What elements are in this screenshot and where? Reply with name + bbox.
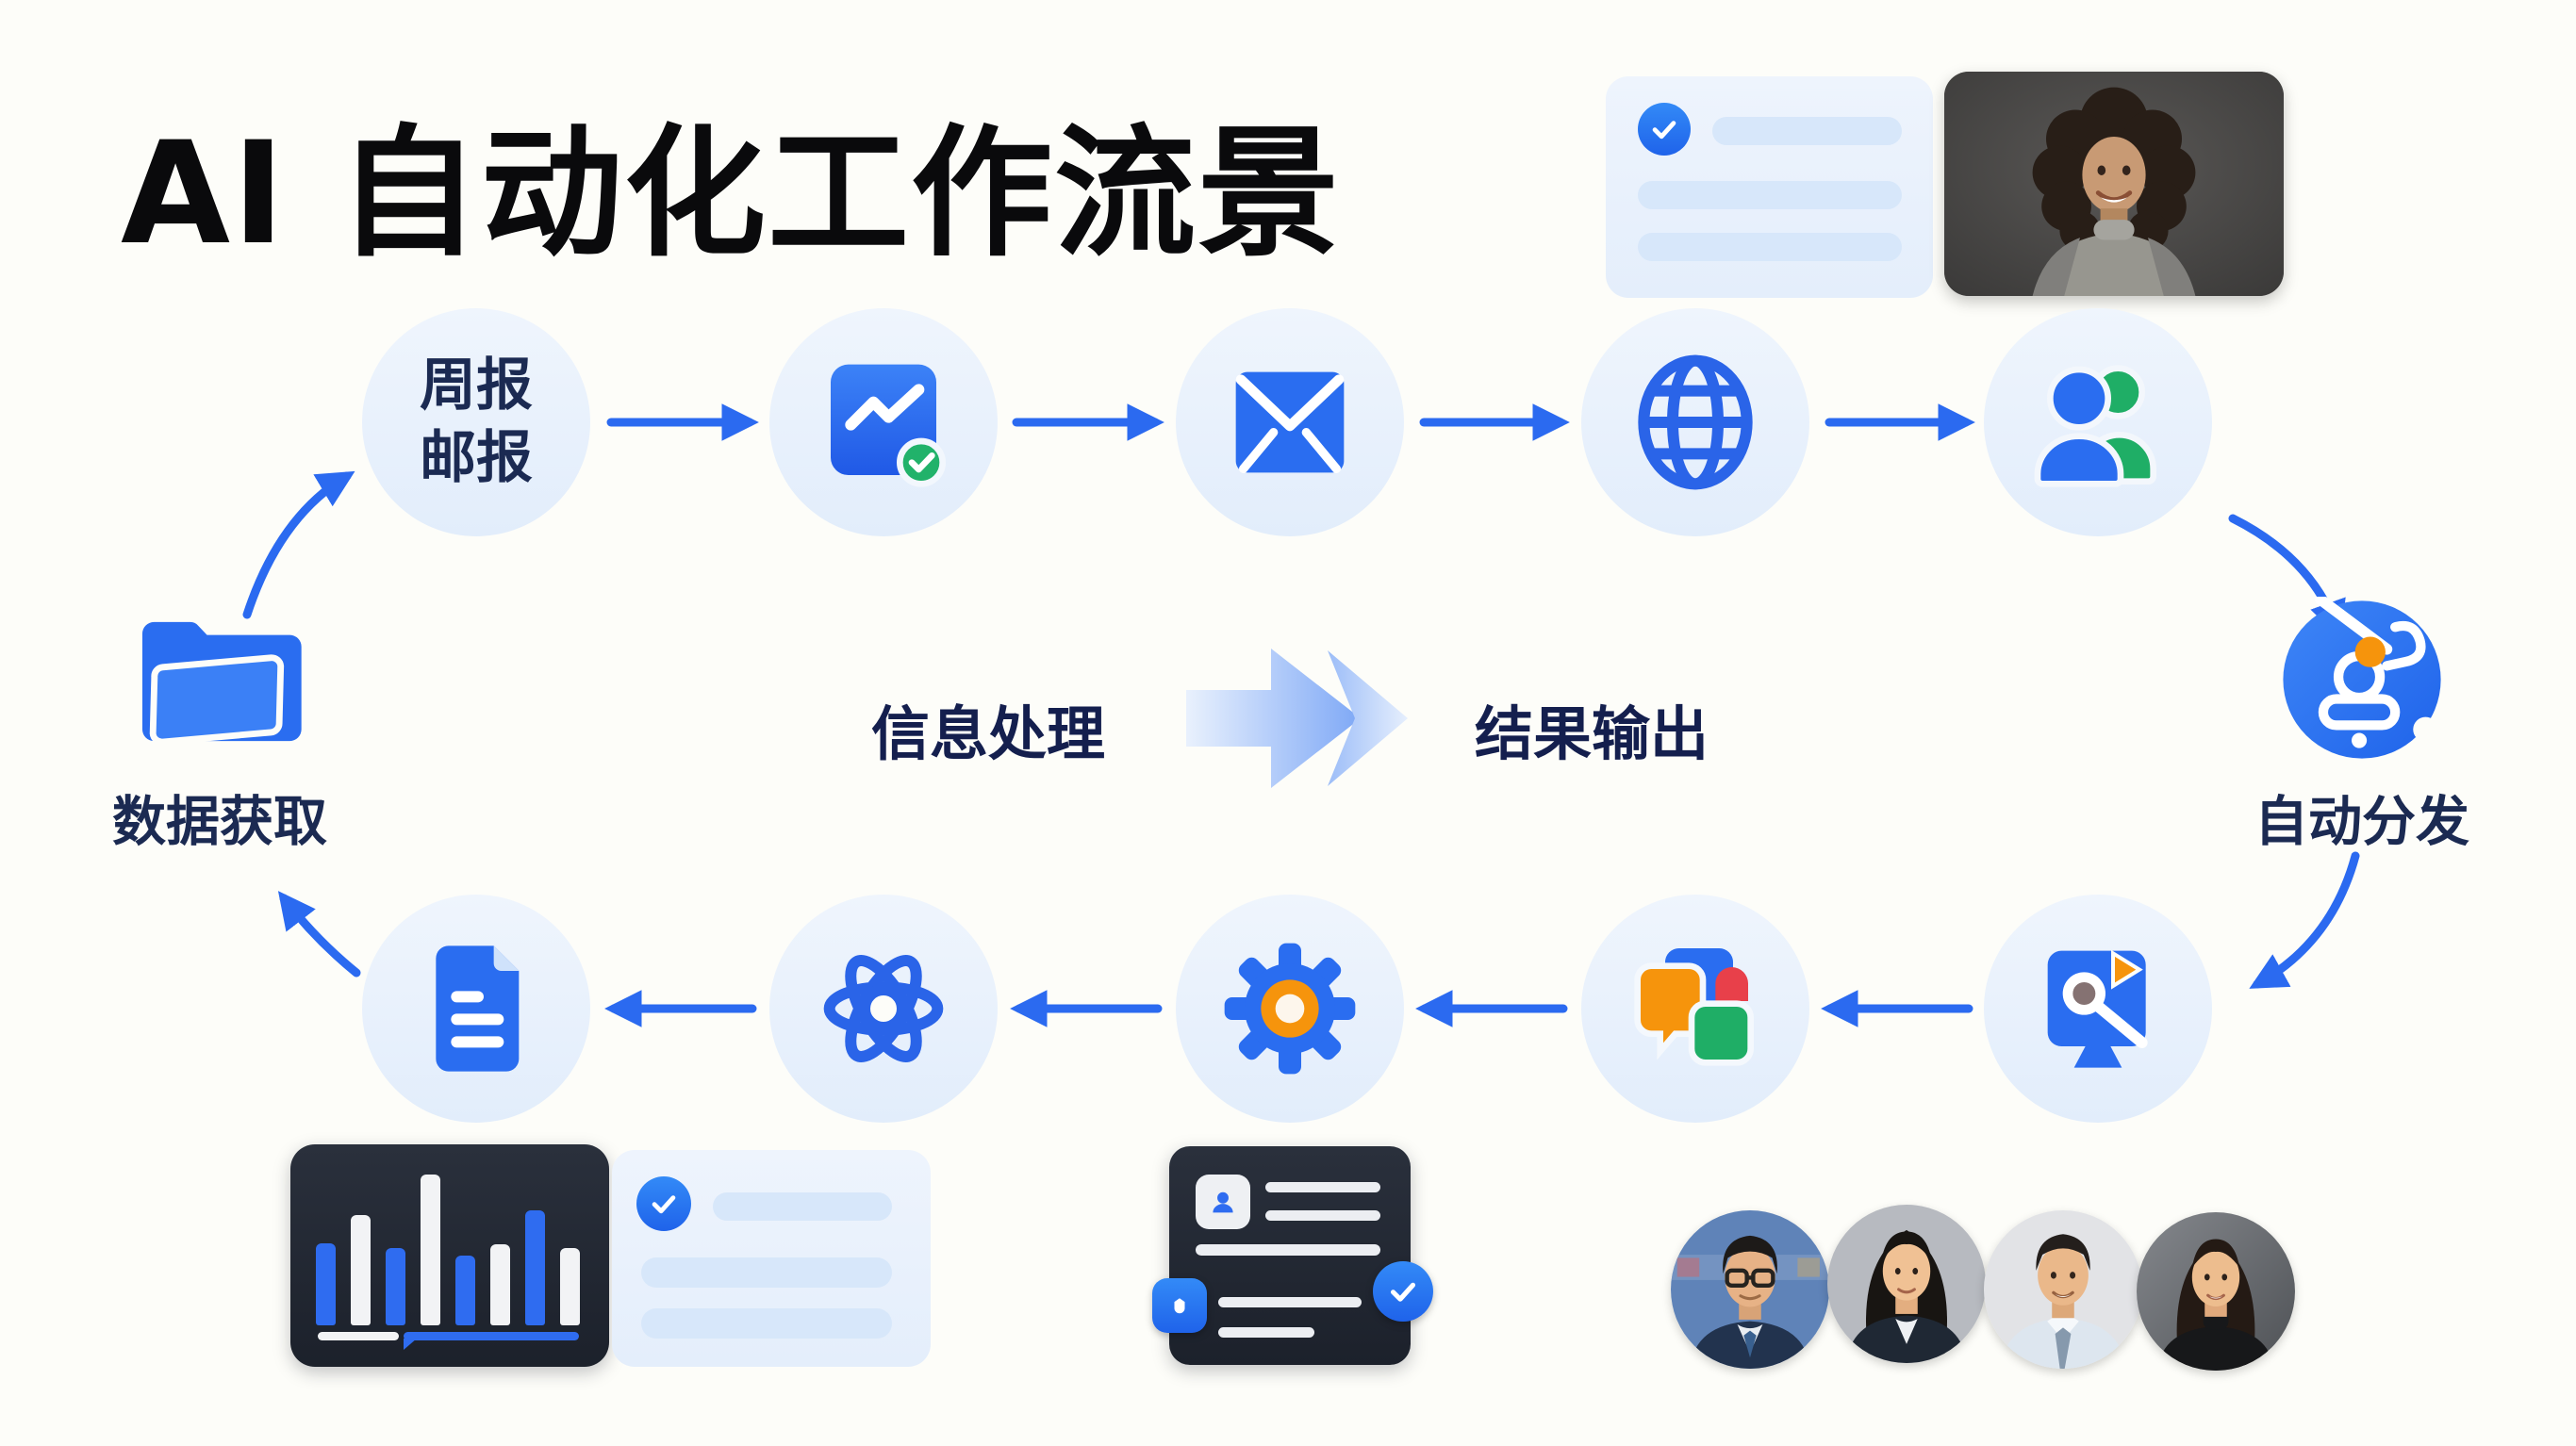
user-card-icon bbox=[1196, 1175, 1250, 1229]
skeleton-line bbox=[1218, 1327, 1314, 1338]
skeleton-line bbox=[641, 1308, 892, 1339]
mail-icon bbox=[1235, 371, 1345, 473]
output-label: 结果输出 bbox=[1474, 699, 1709, 768]
data-fetch-label: 数据获取 bbox=[112, 791, 327, 853]
checklist-card bbox=[612, 1150, 931, 1367]
chat-apps-icon bbox=[1634, 948, 1754, 1066]
skeleton-line bbox=[713, 1192, 892, 1221]
analytics-bar bbox=[490, 1244, 510, 1325]
users-icon bbox=[2034, 365, 2156, 487]
flow-node-auto-distribute bbox=[2279, 597, 2445, 763]
folder-icon bbox=[132, 608, 313, 755]
flow-node-weekly-report: 周报 邮报 bbox=[362, 308, 590, 536]
flow-node-team bbox=[1984, 308, 2212, 536]
avatar-man-tie bbox=[1984, 1210, 2142, 1369]
underline-tail bbox=[404, 1339, 417, 1350]
underline-blue bbox=[404, 1332, 579, 1340]
analytics-bar bbox=[386, 1248, 405, 1325]
monitor-media-icon bbox=[2047, 949, 2148, 1068]
curved-arrow-icon bbox=[242, 470, 355, 619]
flow-node-trend-doc bbox=[769, 308, 998, 536]
curly-hair bbox=[2032, 87, 2196, 252]
analytics-card bbox=[290, 1144, 609, 1367]
portrait-photo-woman-curly bbox=[1944, 72, 2284, 296]
auto-distribute-label: 自动分发 bbox=[2254, 791, 2469, 853]
curved-arrow-icon bbox=[277, 891, 361, 978]
analytics-bar bbox=[525, 1210, 545, 1325]
check-circle-icon bbox=[1373, 1261, 1433, 1322]
analytics-bar bbox=[455, 1256, 475, 1325]
globe-icon bbox=[1638, 354, 1753, 490]
node-label: 邮报 bbox=[420, 425, 533, 491]
avatar-woman-suit bbox=[1827, 1205, 1986, 1363]
analytics-bar bbox=[421, 1175, 440, 1325]
flow-node-document bbox=[362, 895, 590, 1123]
report-preview-card bbox=[1606, 76, 1933, 298]
flow-node-web bbox=[1581, 308, 1809, 536]
flow-node-mail bbox=[1176, 308, 1404, 536]
check-circle-icon bbox=[636, 1176, 691, 1231]
curved-arrow-icon bbox=[2249, 851, 2360, 989]
analytics-bar bbox=[351, 1215, 371, 1325]
skeleton-line bbox=[1196, 1244, 1380, 1256]
atom-icon bbox=[823, 955, 944, 1062]
analytics-bar bbox=[560, 1248, 580, 1325]
check-circle-icon bbox=[1638, 103, 1691, 156]
app-badge-icon bbox=[1152, 1278, 1207, 1333]
gradient-chevron-right-arrow bbox=[1186, 649, 1408, 788]
document-icon bbox=[436, 945, 520, 1072]
skeleton-line bbox=[1638, 181, 1902, 209]
robot-arm-icon bbox=[2283, 597, 2441, 759]
node-label: 周报 bbox=[420, 353, 533, 419]
flow-node-apps-chat bbox=[1581, 895, 1809, 1123]
skeleton-line bbox=[1265, 1210, 1380, 1221]
profile-card bbox=[1152, 1146, 1433, 1365]
page-title: AI 自动化工作流景 bbox=[121, 112, 1342, 276]
skeleton-line bbox=[641, 1257, 892, 1288]
flow-node-screen-media bbox=[1984, 895, 2212, 1123]
processing-label: 信息处理 bbox=[870, 699, 1106, 768]
underline-white bbox=[318, 1332, 399, 1340]
trend-document-check-icon bbox=[831, 364, 946, 487]
skeleton-line bbox=[1265, 1182, 1380, 1192]
analytics-bars bbox=[316, 1167, 580, 1325]
skeleton-line bbox=[1218, 1297, 1362, 1307]
analytics-bar bbox=[316, 1243, 336, 1325]
avatar-man-glasses bbox=[1671, 1210, 1829, 1369]
avatar-woman-turtleneck bbox=[2137, 1212, 2295, 1371]
skeleton-line bbox=[1712, 117, 1902, 145]
gear-icon bbox=[1224, 943, 1356, 1075]
flow-node-settings bbox=[1176, 895, 1404, 1123]
flow-node-ai-core bbox=[769, 895, 998, 1123]
skeleton-line bbox=[1638, 233, 1902, 261]
